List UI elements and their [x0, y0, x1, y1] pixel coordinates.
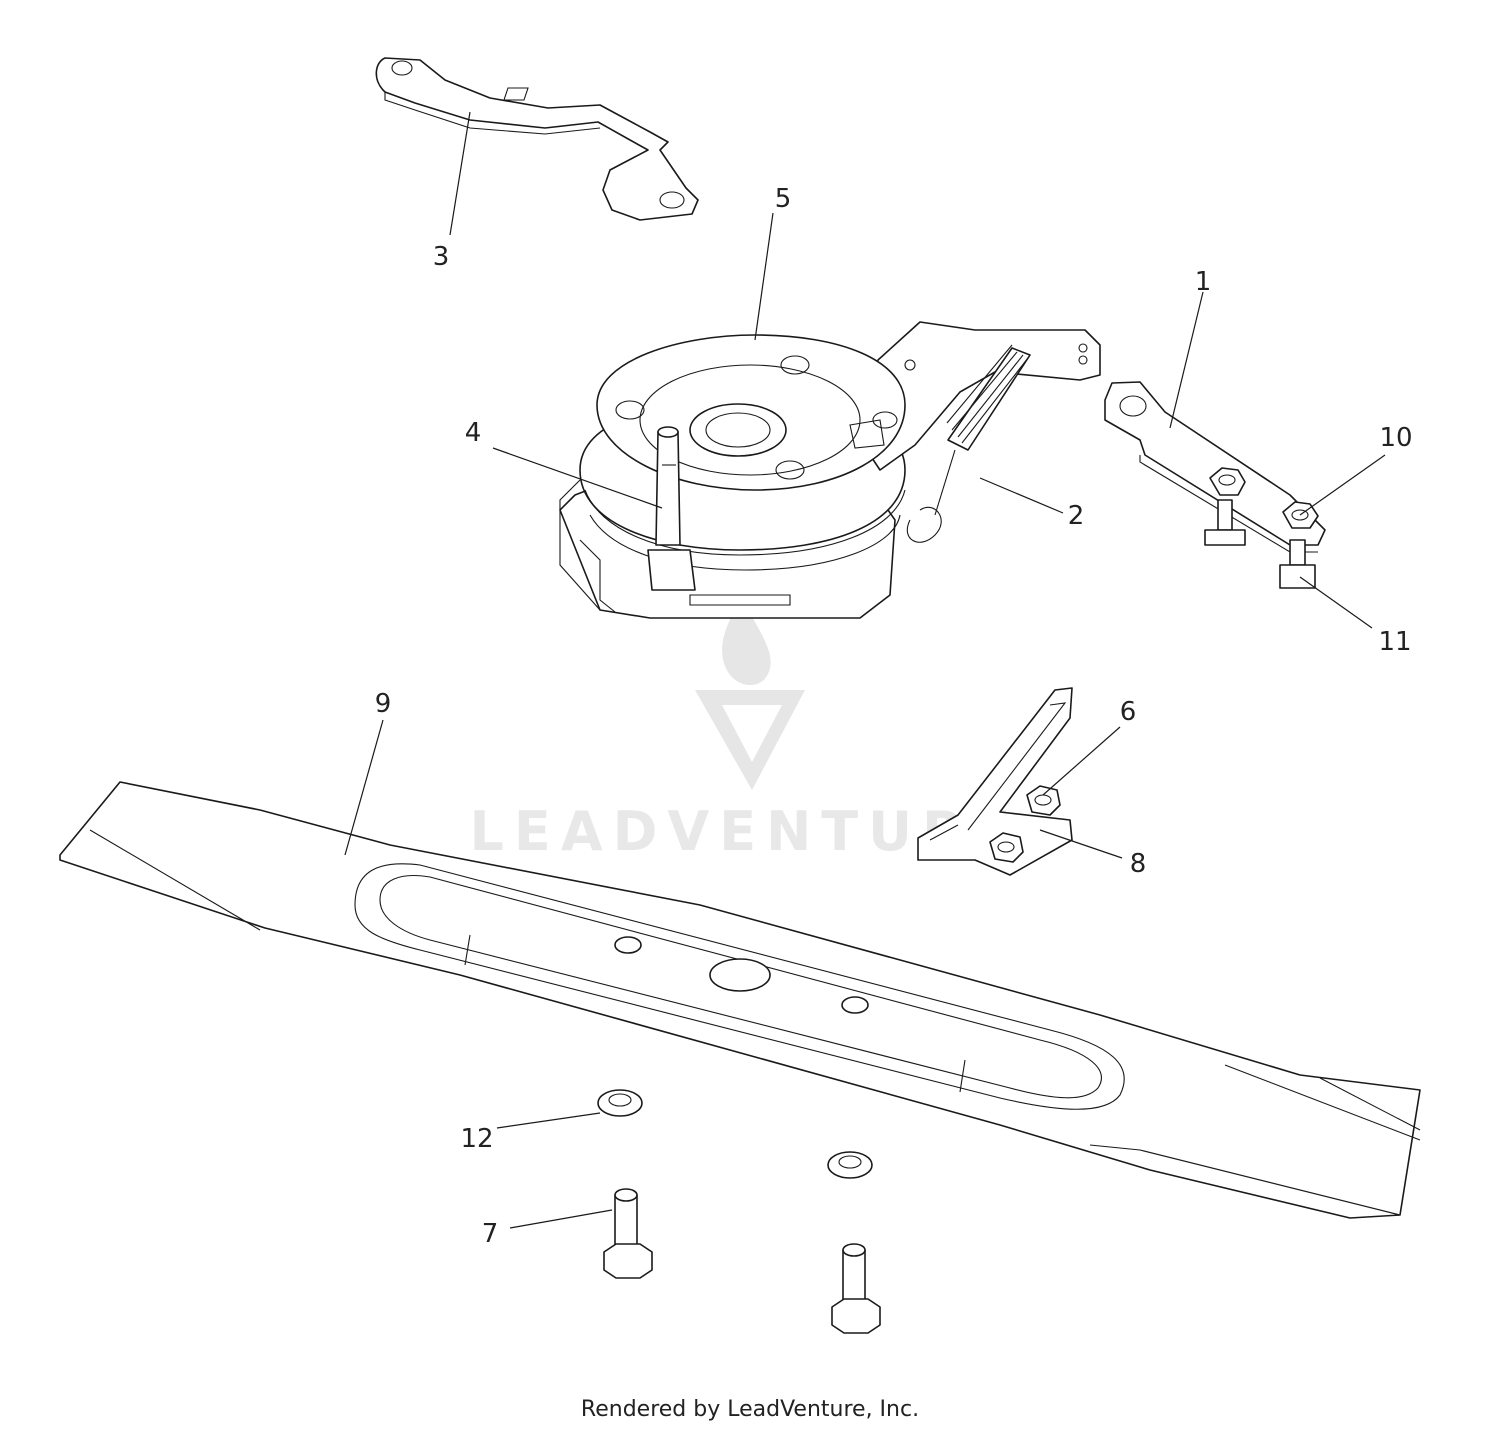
- callouts: 1 2 3 4 5 6 7 8 9 10 11 12: [375, 184, 1413, 1249]
- callout-12: 12: [460, 1124, 493, 1154]
- leader-lines: [344, 111, 1386, 1229]
- callout-3: 3: [433, 242, 450, 272]
- callout-10: 10: [1379, 423, 1412, 453]
- callout-4: 4: [465, 418, 482, 448]
- spring-part: [906, 344, 1031, 543]
- callout-9: 9: [375, 689, 392, 719]
- callout-8: 8: [1130, 849, 1147, 879]
- callout-7: 7: [482, 1219, 499, 1249]
- footer-credit: Rendered by LeadVenture, Inc.: [580, 1397, 920, 1422]
- blade-part: [59, 781, 1421, 1219]
- callout-6: 6: [1120, 697, 1137, 727]
- callout-5: 5: [775, 184, 792, 214]
- watermark-logo: LEADVENTURE: [470, 598, 1010, 863]
- nut-bolt-part: [1204, 467, 1319, 589]
- washer-part: [597, 1089, 873, 1179]
- lever-arm-part: [375, 57, 699, 221]
- mounting-bracket-part: [917, 687, 1073, 876]
- callout-11: 11: [1378, 627, 1411, 657]
- callout-1: 1: [1195, 267, 1212, 297]
- blade-bolt-part: [603, 1188, 881, 1334]
- pin-part: [647, 426, 696, 591]
- callout-2: 2: [1068, 501, 1085, 531]
